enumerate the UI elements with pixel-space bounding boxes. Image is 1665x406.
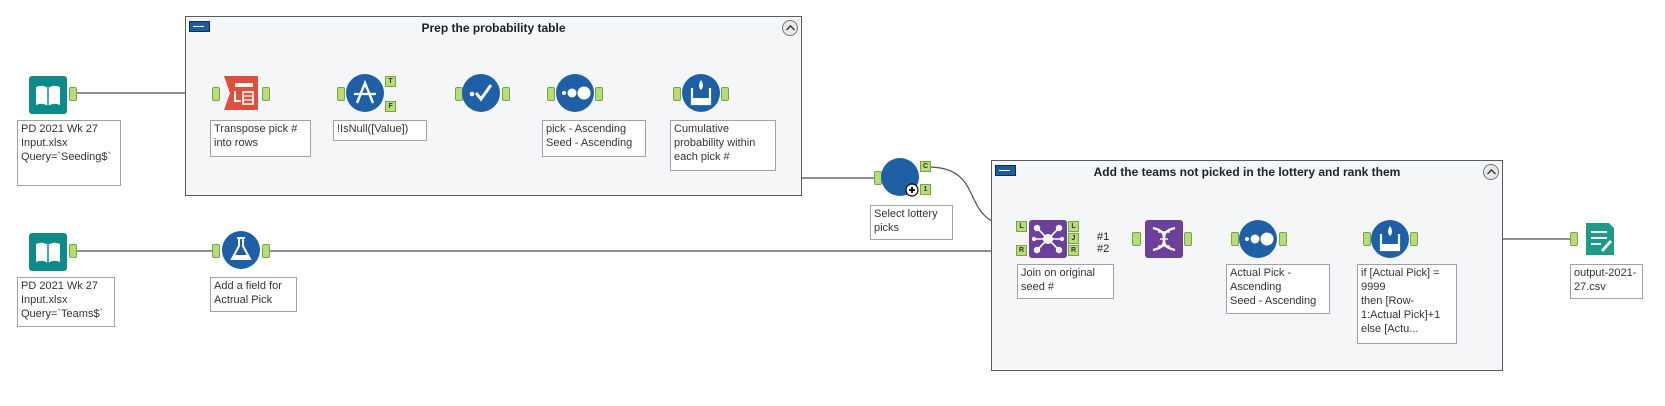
output-anchor[interactable] bbox=[721, 87, 729, 101]
collapse-button[interactable] bbox=[1483, 164, 1499, 180]
tool-annotation: Cumulative probability within each pick … bbox=[670, 120, 776, 171]
sort-icon bbox=[1239, 220, 1277, 258]
input-anchor[interactable] bbox=[1570, 232, 1578, 246]
input-data-book-icon bbox=[29, 233, 67, 271]
tool-annotation: !IsNull([Value]) bbox=[333, 120, 427, 141]
input-anchor[interactable] bbox=[212, 244, 220, 258]
input-data-book-icon bbox=[29, 76, 67, 114]
macro-1-anchor[interactable]: 1 bbox=[920, 184, 931, 195]
container-icon bbox=[189, 21, 210, 32]
running-total-tool[interactable] bbox=[681, 73, 721, 113]
input-seeding-tool[interactable] bbox=[28, 75, 68, 115]
tool-annotation: output-2021- 27.csv bbox=[1570, 264, 1643, 299]
join-tool[interactable] bbox=[1028, 219, 1068, 259]
tool-annotation: Select lottery picks bbox=[870, 205, 953, 240]
join-right-input-anchor[interactable]: R bbox=[1016, 245, 1027, 256]
join-right-output-anchor[interactable]: R bbox=[1068, 245, 1079, 256]
tool-annotation: Join on original seed # bbox=[1017, 264, 1114, 299]
output-data-icon bbox=[1586, 223, 1614, 255]
tool-annotation: Actual Pick - Ascending Seed - Ascending bbox=[1226, 264, 1330, 314]
join-j-output-anchor[interactable]: J bbox=[1068, 233, 1079, 244]
filter-icon bbox=[346, 74, 384, 112]
wire-label: #1 bbox=[1097, 231, 1110, 243]
output-tool[interactable] bbox=[1579, 219, 1619, 259]
formula-flask-icon bbox=[222, 231, 260, 269]
tool-annotation: pick - Ascending Seed - Ascending bbox=[542, 120, 646, 157]
transpose-icon bbox=[224, 76, 258, 110]
input-anchor[interactable] bbox=[547, 87, 555, 101]
output-anchor[interactable] bbox=[262, 87, 270, 101]
sort-icon bbox=[556, 74, 594, 112]
tool-annotation: if [Actual Pick] = 9999 then [Row- 1:Act… bbox=[1357, 264, 1457, 344]
running-total-icon bbox=[682, 74, 720, 112]
select-lottery-picks-macro[interactable] bbox=[880, 157, 920, 197]
container-title: Add the teams not picked in the lottery … bbox=[1093, 165, 1401, 179]
container-icon bbox=[995, 165, 1016, 176]
collapse-button[interactable] bbox=[782, 20, 798, 36]
tool-annotation: PD 2021 Wk 27 Input.xlsx Query=`Seeding$… bbox=[17, 120, 121, 186]
output-anchor[interactable] bbox=[502, 87, 510, 101]
sort-tool[interactable] bbox=[1238, 219, 1278, 259]
tool-annotation: Add a field for Actrual Pick bbox=[210, 277, 297, 312]
union-tool[interactable] bbox=[1144, 219, 1184, 259]
filter-false-anchor[interactable]: F bbox=[385, 101, 396, 112]
multi-row-formula-icon bbox=[1371, 220, 1409, 258]
multi-row-formula-tool[interactable] bbox=[1370, 219, 1410, 259]
macro-c-anchor[interactable]: C bbox=[920, 161, 931, 172]
output-anchor[interactable] bbox=[1410, 232, 1418, 246]
input-anchor[interactable] bbox=[673, 87, 681, 101]
input-anchor[interactable] bbox=[1363, 232, 1371, 246]
output-anchor[interactable] bbox=[69, 244, 77, 258]
output-anchor[interactable] bbox=[262, 244, 270, 258]
input-teams-tool[interactable] bbox=[28, 232, 68, 272]
sort-tool[interactable] bbox=[555, 73, 595, 113]
union-dna-icon bbox=[1145, 220, 1183, 258]
output-anchor[interactable] bbox=[1184, 232, 1192, 246]
join-left-input-anchor[interactable]: L bbox=[1016, 221, 1027, 232]
select-tool[interactable] bbox=[461, 73, 501, 113]
filter-tool[interactable] bbox=[345, 73, 385, 113]
macro-circle-icon bbox=[881, 158, 919, 197]
input-anchor[interactable] bbox=[212, 87, 220, 101]
wire-label: #2 bbox=[1097, 243, 1110, 255]
output-anchor[interactable] bbox=[1279, 232, 1287, 246]
join-icon bbox=[1029, 220, 1067, 258]
tool-annotation: Transpose pick # into rows bbox=[210, 120, 311, 157]
formula-tool[interactable] bbox=[221, 230, 261, 270]
union-input-anchor[interactable] bbox=[1132, 232, 1141, 246]
input-anchor[interactable] bbox=[337, 87, 345, 101]
input-anchor[interactable] bbox=[1231, 232, 1239, 246]
tool-annotation: PD 2021 Wk 27 Input.xlsx Query=`Teams$` bbox=[17, 277, 115, 327]
filter-true-anchor[interactable]: T bbox=[385, 76, 396, 87]
join-left-output-anchor[interactable]: L bbox=[1068, 221, 1079, 232]
chevron-up-icon bbox=[786, 25, 795, 31]
container-title: Prep the probability table bbox=[421, 21, 566, 35]
chevron-up-icon bbox=[1487, 169, 1496, 175]
transpose-tool[interactable] bbox=[221, 73, 261, 113]
select-checkmark-icon bbox=[462, 74, 500, 112]
output-anchor[interactable] bbox=[595, 87, 603, 101]
output-anchor[interactable] bbox=[69, 87, 77, 101]
